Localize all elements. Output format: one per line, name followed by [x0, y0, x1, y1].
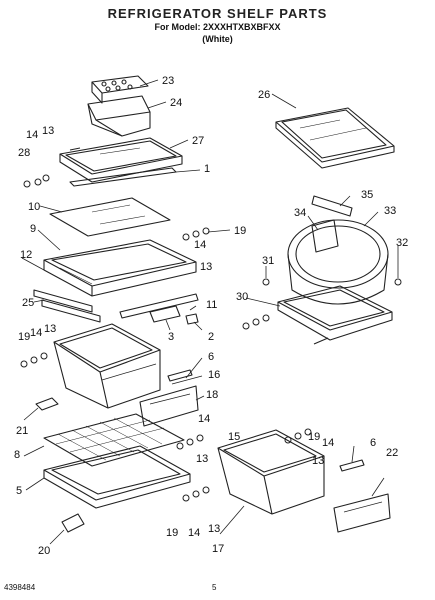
callout-19: 19 [166, 527, 178, 539]
egg-bin-part [87, 95, 151, 137]
model-line: For Model: 2XXXHTXBXBFXX [154, 22, 281, 32]
callout-15: 15 [228, 431, 240, 443]
callout-26: 26 [258, 89, 270, 101]
shelf-frame-part [43, 445, 191, 509]
callout-13: 13 [208, 523, 220, 535]
callout-19: 19 [308, 431, 320, 443]
callout-14: 14 [322, 437, 334, 449]
callout-13: 13 [44, 323, 56, 335]
shelf-26-part [275, 107, 395, 169]
callout-14: 14 [30, 327, 42, 339]
slide-rail-left-part [33, 289, 93, 313]
callout-12: 12 [20, 249, 32, 261]
callout-1: 1 [204, 163, 210, 175]
callout-31: 31 [262, 255, 274, 267]
callout-23: 23 [162, 75, 174, 87]
drawer-front-right-part [333, 493, 391, 533]
drawer-front-left-part [139, 385, 199, 427]
callout-16: 16 [208, 369, 220, 381]
callout-28: 28 [18, 147, 30, 159]
document-number: 4398484 [4, 583, 36, 592]
callout-35: 35 [361, 189, 373, 201]
callout-14: 14 [26, 129, 38, 141]
callout-22: 22 [386, 447, 398, 459]
callout-24: 24 [170, 97, 182, 109]
bracket-3-part [149, 305, 181, 323]
callout-14: 14 [194, 239, 206, 251]
callout-21: 21 [16, 425, 28, 437]
fasteners [20, 174, 402, 502]
callout-19: 19 [18, 331, 30, 343]
callout-11: 11 [206, 299, 217, 311]
callout-34: 34 [294, 207, 306, 219]
egg-tray-part [91, 75, 149, 104]
callout-19: 19 [234, 225, 246, 237]
callout-30: 30 [236, 291, 248, 303]
glass-panel-part [49, 197, 171, 237]
callout-18: 18 [206, 389, 218, 401]
round-container-part [287, 219, 389, 305]
color-line: (White) [202, 34, 233, 44]
handle-strip-right-part [339, 459, 365, 472]
callout-14: 14 [188, 527, 200, 539]
callout-5: 5 [16, 485, 22, 497]
bracket-2-part [185, 313, 199, 325]
clip-part [35, 397, 59, 411]
shelf-27-part [59, 137, 183, 183]
callout-25: 25 [22, 297, 34, 309]
page-number: 5 [212, 583, 217, 592]
support-part [41, 299, 101, 323]
callout-2: 2 [208, 331, 214, 343]
callout-13: 13 [200, 261, 212, 273]
callout-33: 33 [384, 205, 396, 217]
crisper-drawer-left-part [53, 323, 161, 409]
callout-6: 6 [370, 437, 376, 449]
callout-13: 13 [312, 455, 324, 467]
callout-27: 27 [192, 135, 204, 147]
page-title: REFRIGERATOR SHELF PARTS [107, 6, 328, 21]
callout-20: 20 [38, 545, 50, 557]
wire-shelf-part [43, 413, 185, 467]
callout-3: 3 [168, 331, 174, 343]
callout-9: 9 [30, 223, 36, 235]
callout-10: 10 [28, 201, 40, 213]
bracket-34-part [311, 219, 339, 253]
cap-part [61, 513, 85, 533]
slide-rail-right-part [119, 293, 199, 319]
callout-32: 32 [396, 237, 408, 249]
callout-8: 8 [14, 449, 20, 461]
callout-17: 17 [212, 543, 224, 555]
callout-13: 13 [196, 453, 208, 465]
crisper-drawer-right-part [217, 429, 325, 515]
leader-lines [21, 79, 399, 545]
handle-strip-part [167, 369, 193, 382]
crisper-cover-part [43, 239, 197, 297]
tray-base-part [277, 285, 393, 345]
callout-14: 14 [198, 413, 210, 425]
callout-13: 13 [42, 125, 54, 137]
handle-35-part [311, 195, 353, 217]
callout-6: 6 [208, 351, 214, 363]
